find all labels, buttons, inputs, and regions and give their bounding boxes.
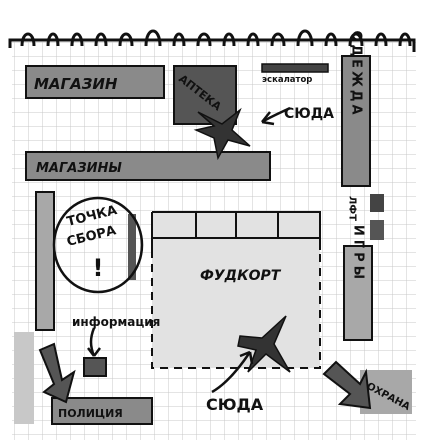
x-mark-icon <box>193 107 251 161</box>
meeting-point-bar <box>128 214 136 280</box>
shop-label: МАГАЗИН <box>34 75 118 93</box>
meeting-point-mark: ! <box>93 254 104 282</box>
here-label-top: СЮДА <box>284 106 334 122</box>
spiral-binding <box>8 29 416 52</box>
shop-block <box>25 65 165 99</box>
lift-label: ЛФТ <box>347 196 358 221</box>
police-block <box>51 397 153 425</box>
police-label: ПОЛИЦИЯ <box>58 407 123 420</box>
shops-label: МАГАЗИНЫ <box>36 161 122 176</box>
shops-block <box>25 151 271 181</box>
games-label: ИГРЫ <box>351 225 366 283</box>
lift-block-top <box>370 194 384 212</box>
x-mark-icon <box>237 315 291 373</box>
lift-block-bottom <box>370 220 384 240</box>
pharmacy-block <box>173 65 237 125</box>
information-desk <box>83 357 107 377</box>
games-block <box>343 245 373 341</box>
meeting-point-circle <box>52 196 144 294</box>
arrow-icon <box>38 342 76 404</box>
arrow-icon <box>261 106 291 126</box>
arrow-icon <box>322 360 372 410</box>
arrow-icon <box>87 327 101 357</box>
information-label: информация <box>72 315 160 329</box>
food-court-area <box>151 211 321 369</box>
arrow-icon <box>211 350 254 394</box>
here-label-bottom: СЮДА <box>206 395 264 414</box>
escalator-label: эскалатор <box>262 75 312 85</box>
left-bottom-block <box>14 332 34 424</box>
food-court-label: ФУДКОРТ <box>200 268 282 284</box>
escalator-block <box>261 63 329 73</box>
clothes-block <box>341 55 371 187</box>
left-column-block <box>35 191 55 331</box>
clothes-label: ОДЕЖДА <box>349 30 364 117</box>
